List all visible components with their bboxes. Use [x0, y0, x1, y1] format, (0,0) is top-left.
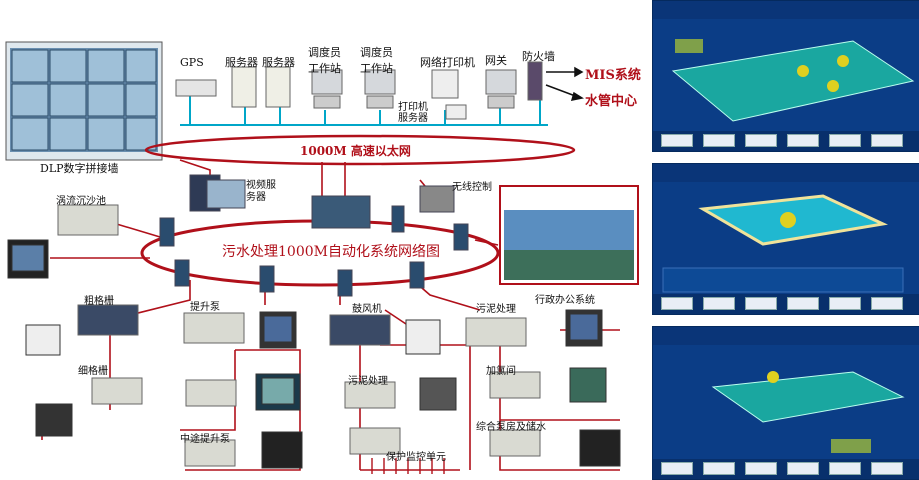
dlp-wall — [5, 41, 163, 161]
video-server-label: 视频服 务器 — [246, 180, 276, 203]
ethernet-label: 1000M 高速以太网 — [300, 143, 411, 158]
screen-3-btn[interactable] — [661, 462, 693, 475]
screen-2-btn[interactable] — [829, 297, 861, 310]
gps-label: GPS — [180, 56, 204, 69]
ethernet-ring — [144, 134, 576, 166]
plc-units — [57, 204, 541, 467]
screen-1-btn[interactable] — [787, 134, 819, 147]
net-printer-label: 网络打印机 — [420, 56, 475, 69]
scada-screen-2 — [652, 163, 919, 315]
mid-lift-label: 中途提升泵 — [180, 434, 230, 445]
ring-label: 污水处理1000M自动化系统网络图 — [222, 244, 440, 260]
middle-devices — [159, 174, 469, 297]
scada-screen-1 — [652, 0, 919, 152]
ethernet-bus — [180, 95, 548, 126]
sludge2-label: 污泥处理 — [348, 376, 388, 387]
screen-2-btn[interactable] — [703, 297, 735, 310]
gateway-label: 网关 — [485, 54, 507, 67]
screen-2-footer — [653, 294, 919, 314]
screen-3-scene — [711, 371, 905, 453]
hmi-panels — [7, 239, 621, 469]
blower-label: 鼓风机 — [352, 304, 382, 315]
screen-3-btn[interactable] — [703, 462, 735, 475]
chlorine-label: 加氯间 — [486, 366, 516, 377]
screen-1-btn[interactable] — [661, 134, 693, 147]
screen-3-btn[interactable] — [787, 462, 819, 475]
dispatcher1-label: 调度员 工作站 — [308, 46, 341, 75]
print-server-label: 打印机 服务器 — [398, 102, 428, 124]
screen-3-btn[interactable] — [829, 462, 861, 475]
dlp-wall-label: DLP数字拼接墙 — [40, 162, 119, 175]
screen-1-btn[interactable] — [745, 134, 777, 147]
screen-2-btn[interactable] — [745, 297, 777, 310]
scada-screen-3 — [652, 326, 919, 480]
screen-2-btn[interactable] — [661, 297, 693, 310]
screen-1-btn[interactable] — [829, 134, 861, 147]
server1-label: 服务器 — [225, 56, 258, 69]
screen-1-scene — [671, 39, 915, 122]
coarse-screen-label: 粗格栅 — [84, 296, 114, 307]
screen-2-scene — [662, 194, 904, 293]
protection-drops — [371, 458, 445, 474]
mis-label: MIS系统 — [585, 68, 641, 83]
server2-label: 服务器 — [262, 56, 295, 69]
top-devices — [175, 61, 543, 120]
fine-screen-label: 细格栅 — [78, 366, 108, 377]
water-center-label: 水管中心 — [585, 94, 638, 109]
dispatcher2-label: 调度员 工作站 — [360, 46, 393, 75]
sedimentation-label: 涡流沉沙池 — [56, 196, 106, 207]
screen-1-btn[interactable] — [703, 134, 735, 147]
lift-pump-label: 提升泵 — [190, 302, 220, 313]
screen-3-btn[interactable] — [745, 462, 777, 475]
screen-3-toolbar — [653, 327, 919, 345]
screen-3-footer — [653, 459, 919, 479]
screen-2-btn[interactable] — [871, 297, 903, 310]
screen-2-btn[interactable] — [787, 297, 819, 310]
integrated-label: 综合泵房及储水 — [476, 422, 546, 433]
screen-2-toolbar — [653, 164, 919, 182]
firewall-label: 防火墙 — [522, 50, 555, 63]
wireless-label: 无线控制 — [452, 182, 492, 193]
screen-1-btn[interactable] — [871, 134, 903, 147]
screen-3-btn[interactable] — [871, 462, 903, 475]
screen-1-toolbar — [653, 1, 919, 19]
screen-1-footer — [653, 131, 919, 151]
office-label: 行政办公系统 — [535, 295, 595, 306]
sludge1-label: 污泥处理 — [476, 304, 516, 315]
external-arrows — [545, 66, 584, 101]
protection-label: 保护监控单元 — [386, 452, 446, 463]
office-photo — [499, 185, 639, 285]
